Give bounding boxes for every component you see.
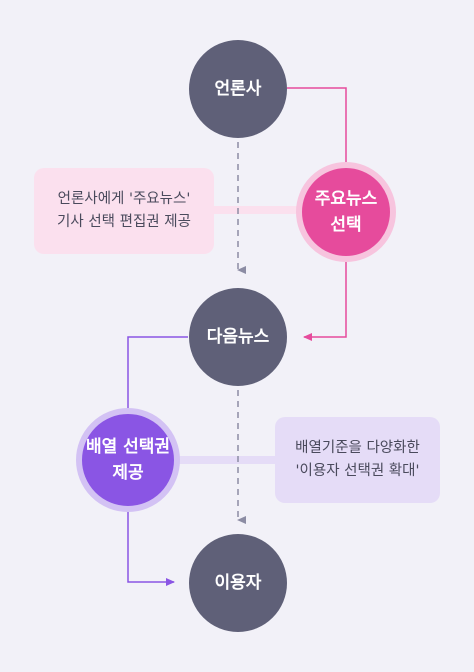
note-media-line2: 기사 선택 편집권 제공 [57,214,191,230]
node-media-label: 언론사 [214,79,262,99]
node-main-news-selection: 주요뉴스 선택 [296,162,396,262]
note-user-line2: '이용자 선택권 확대' [295,463,420,479]
pink-line-media-to-main-news [287,87,347,164]
node-user: 이용자 [189,534,287,632]
purple-arrow-arrangement-to-user [127,508,175,586]
node-arrangement-label-line1: 배열 선택권 [85,437,171,457]
node-user-label: 이용자 [214,573,262,593]
pink-arrow-main-news-to-daum [303,262,347,341]
note-user-choice-expansion: 배열기준을 다양화한 '이용자 선택권 확대' [275,417,440,503]
pink-connector-bar [210,206,310,214]
purple-line-daum-to-arrangement [127,336,188,410]
node-main-news-label-line1: 주요뉴스 [314,189,378,209]
note-user-line1: 배열기준을 다양화한 [295,440,420,456]
node-arrangement-label-line2: 제공 [112,463,144,483]
note-media-line1: 언론사에게 '주요뉴스' [57,191,191,207]
node-media: 언론사 [189,40,287,138]
node-arrangement-choice: 배열 선택권 제공 [76,408,180,512]
purple-connector-bar [160,456,280,464]
note-media-editing-right: 언론사에게 '주요뉴스' 기사 선택 편집권 제공 [34,168,214,254]
node-daum-news: 다음뉴스 [189,288,287,386]
node-main-news-label-line2: 선택 [330,215,362,235]
node-daum-news-label: 다음뉴스 [206,327,270,347]
